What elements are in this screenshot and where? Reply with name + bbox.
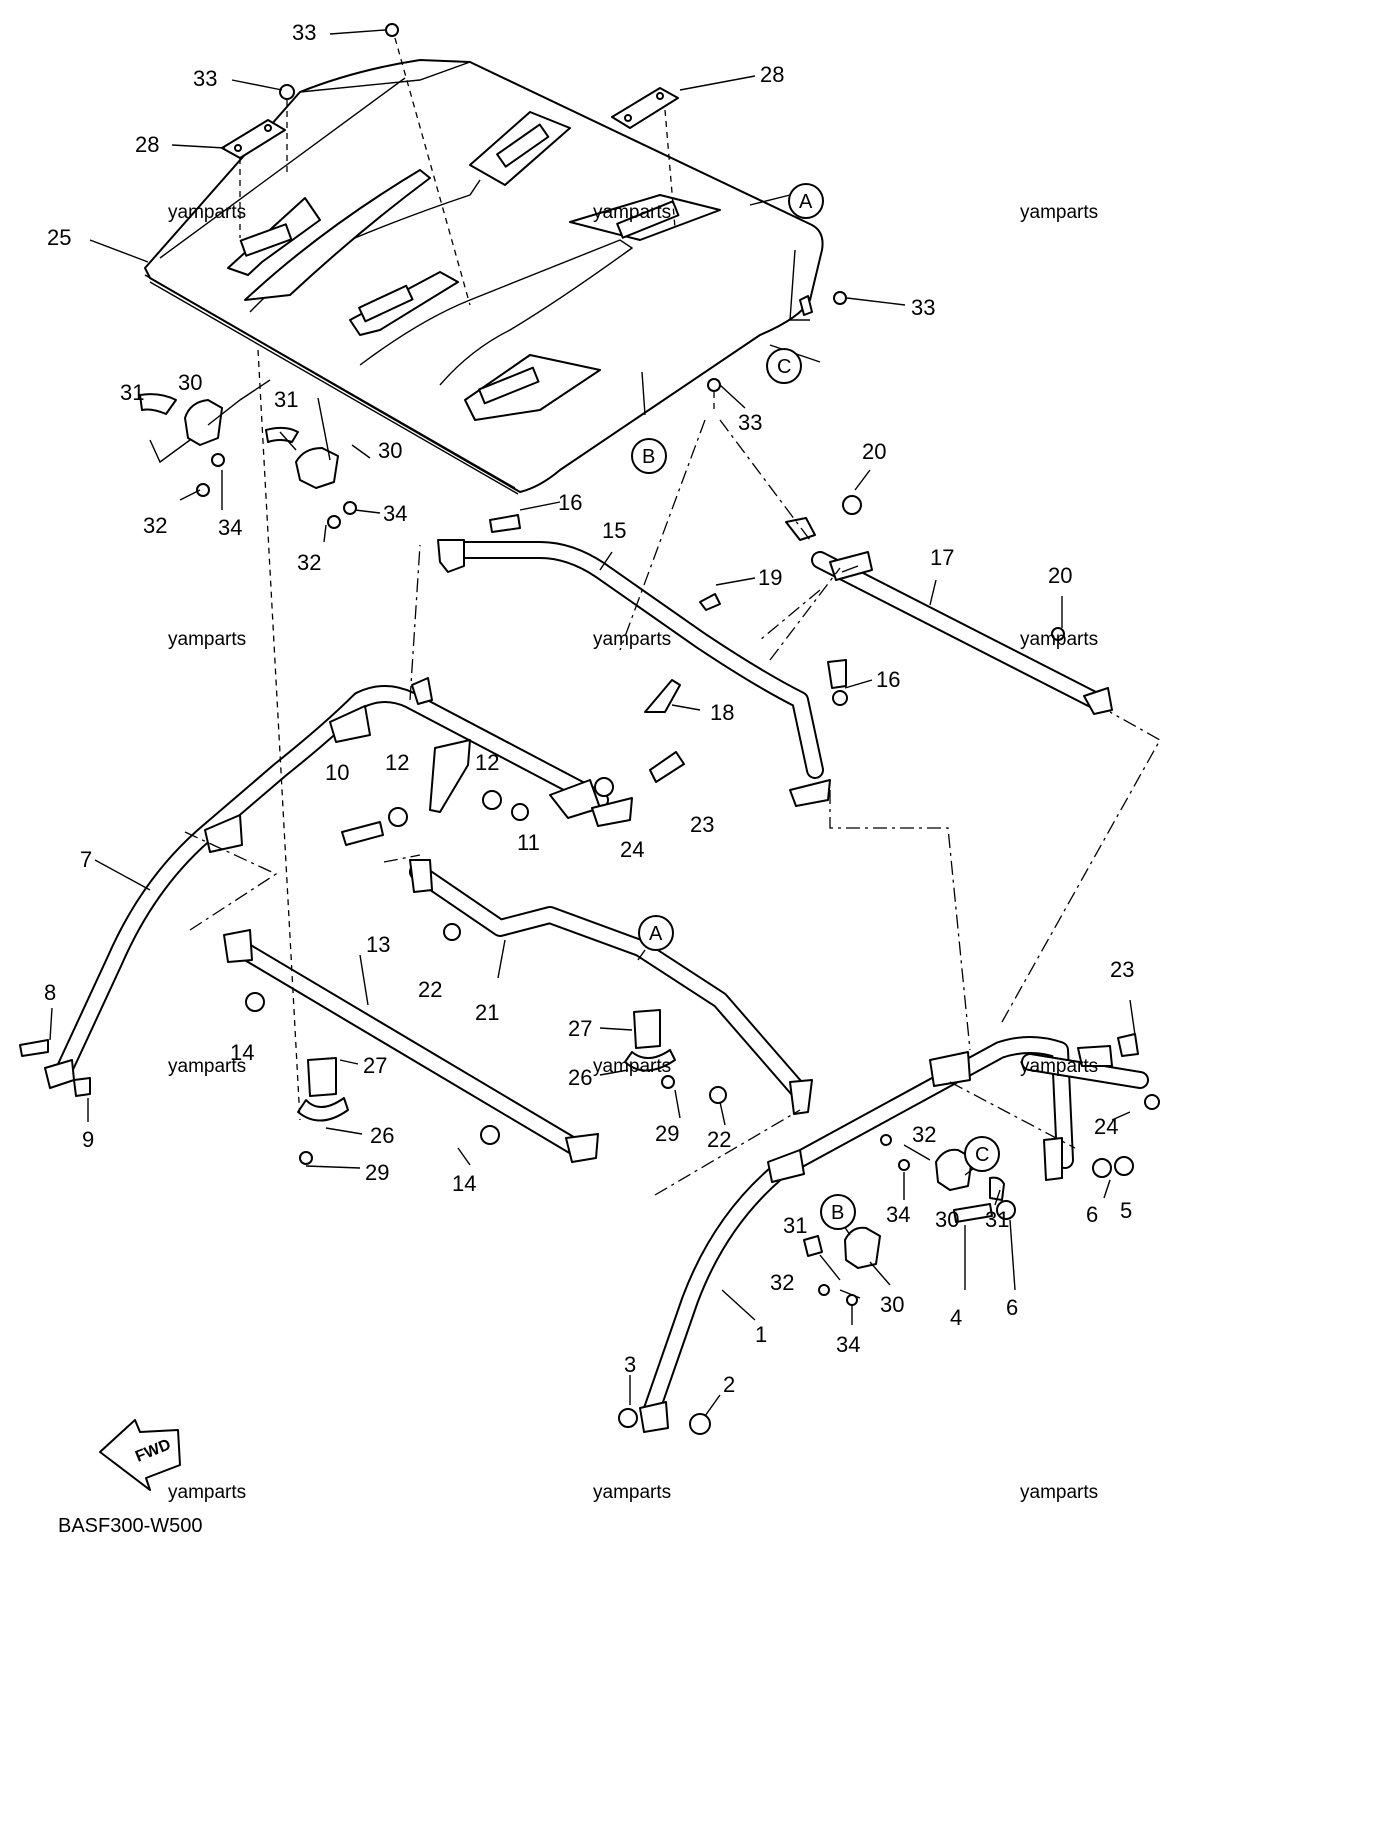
callout-32: 32 xyxy=(912,1122,936,1147)
callout-labels: 33 33 28 28 25 33 33 31 30 31 30 32 34 3… xyxy=(44,20,1134,1397)
callout-12: 12 xyxy=(475,750,499,775)
callout-18: 18 xyxy=(710,700,734,725)
callout-20: 20 xyxy=(862,439,886,464)
ref-letter-c: C xyxy=(777,356,791,378)
callout-11: 11 xyxy=(517,830,540,855)
callout-20: 20 xyxy=(1048,563,1072,588)
callout-31: 31 xyxy=(783,1213,807,1238)
callout-30: 30 xyxy=(935,1207,959,1232)
callout-33: 33 xyxy=(193,66,217,91)
callout-34: 34 xyxy=(836,1332,860,1357)
callout-2: 2 xyxy=(723,1372,735,1397)
mid-frame-hardware xyxy=(341,514,847,846)
callout-13: 13 xyxy=(366,932,390,957)
callout-30: 30 xyxy=(880,1292,904,1317)
reference-letters xyxy=(631,183,1000,1230)
callout-27: 27 xyxy=(363,1053,387,1078)
callout-15: 15 xyxy=(602,518,626,543)
callout-23: 23 xyxy=(1110,957,1134,982)
callout-33: 33 xyxy=(738,410,762,435)
callout-32: 32 xyxy=(297,550,321,575)
callout-10: 10 xyxy=(325,760,349,785)
callout-33: 33 xyxy=(292,20,316,45)
callout-30: 30 xyxy=(178,370,202,395)
leader-lines xyxy=(49,29,1136,1417)
callout-25: 25 xyxy=(47,225,71,250)
exploded-parts-diagram: FWD 33 33 28 28 25 33 33 31 30 31 30 32 … xyxy=(19,20,1161,1537)
callout-14: 14 xyxy=(230,1040,254,1065)
watermark: yamparts xyxy=(593,1482,671,1503)
watermarks: yamparts yamparts yamparts yamparts yamp… xyxy=(168,202,1098,1503)
callout-32: 32 xyxy=(770,1270,794,1295)
roof-clip-left xyxy=(139,379,357,529)
watermark: yamparts xyxy=(1020,202,1098,223)
ref-letter-b: B xyxy=(831,1202,844,1224)
callout-7: 7 xyxy=(80,847,92,872)
callout-19: 19 xyxy=(758,565,782,590)
watermark: yamparts xyxy=(593,629,671,650)
callout-21: 21 xyxy=(475,1000,499,1025)
callout-30: 30 xyxy=(378,438,402,463)
watermark: yamparts xyxy=(593,1056,671,1077)
callout-28: 28 xyxy=(760,62,784,87)
callout-23: 23 xyxy=(690,812,714,837)
callout-16: 16 xyxy=(876,667,900,692)
callout-31: 31 xyxy=(985,1207,1009,1232)
clamps xyxy=(257,349,676,1165)
watermark: yamparts xyxy=(1020,629,1098,650)
callout-31: 31 xyxy=(274,387,298,412)
callout-12: 12 xyxy=(385,750,409,775)
roof-panel xyxy=(144,59,824,495)
watermark: yamparts xyxy=(1020,1056,1098,1077)
watermark: yamparts xyxy=(1020,1482,1098,1503)
watermark: yamparts xyxy=(168,202,246,223)
callout-32: 32 xyxy=(143,513,167,538)
watermark: yamparts xyxy=(593,202,671,223)
ref-letter-c: C xyxy=(975,1144,989,1166)
ref-letter-a: A xyxy=(649,923,663,945)
callout-22: 22 xyxy=(418,977,442,1002)
callout-33: 33 xyxy=(911,295,935,320)
callout-29: 29 xyxy=(655,1121,679,1146)
callout-24: 24 xyxy=(1094,1114,1118,1139)
callout-28: 28 xyxy=(135,132,159,157)
callout-6: 6 xyxy=(1006,1295,1018,1320)
reference-letter-labels: A C B A C B xyxy=(642,191,989,1224)
ref-letter-a: A xyxy=(799,191,813,213)
fwd-arrow: FWD xyxy=(99,1419,181,1491)
watermark: yamparts xyxy=(168,1482,246,1503)
callout-6: 6 xyxy=(1086,1202,1098,1227)
callout-31: 31 xyxy=(120,380,144,405)
callout-34: 34 xyxy=(886,1202,910,1227)
watermark: yamparts xyxy=(168,1056,246,1077)
upper-cross-tubes xyxy=(437,495,1113,807)
callout-1: 1 xyxy=(755,1322,767,1347)
watermark: yamparts xyxy=(168,629,246,650)
callout-29: 29 xyxy=(365,1160,389,1185)
callout-34: 34 xyxy=(218,515,242,540)
left-bar-frame xyxy=(44,677,633,1089)
callout-16: 16 xyxy=(558,490,582,515)
right-bar-frame xyxy=(618,1033,1160,1435)
ref-letter-b: B xyxy=(642,446,655,468)
callout-3: 3 xyxy=(624,1352,636,1377)
assembly-lines xyxy=(184,419,1161,1196)
callout-26: 26 xyxy=(370,1123,394,1148)
diagram-code: BASF300-W500 xyxy=(58,1515,203,1537)
callout-27: 27 xyxy=(568,1016,592,1041)
callout-26: 26 xyxy=(568,1065,592,1090)
callout-9: 9 xyxy=(82,1127,94,1152)
callout-34: 34 xyxy=(383,501,407,526)
callout-5: 5 xyxy=(1120,1198,1132,1223)
callout-22: 22 xyxy=(707,1127,731,1152)
callout-8: 8 xyxy=(44,980,56,1005)
callout-4: 4 xyxy=(950,1305,962,1330)
callout-14: 14 xyxy=(452,1171,476,1196)
callout-17: 17 xyxy=(930,545,954,570)
callout-24: 24 xyxy=(620,837,644,862)
roof-clip-right xyxy=(803,1134,1005,1306)
